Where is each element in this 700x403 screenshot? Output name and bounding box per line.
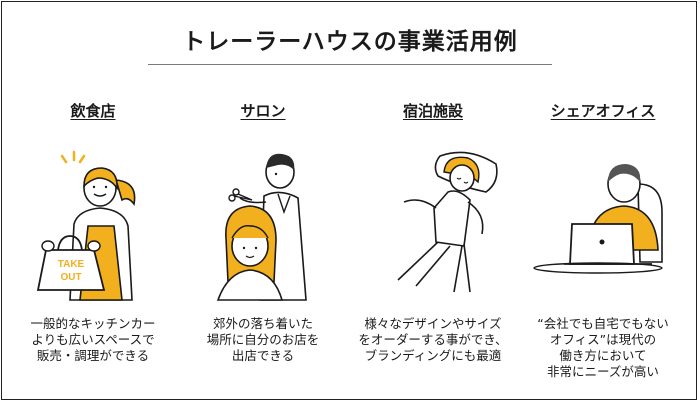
case-desc-line: 様々なデザインやサイズ [364,316,502,331]
case-desc-line: オフィス”は現代の [549,332,657,347]
case-desc-line: “会社でも自宅でもない [537,316,669,331]
case-heading: シェアオフィス [550,102,656,120]
case-restaurant: 飲食店 TAKE OUT 一般的なキッチンカー よりも広いスペースで 販売・調理… [8,100,178,390]
office-laptop-illustration [533,164,663,274]
case-desc-line: ブランディングにも最適 [364,348,502,363]
lodging-sleeping-illustration [397,151,498,293]
salon-haircut-illustration [216,153,307,301]
page-title: トレーラーハウスの事業活用例 [182,29,518,55]
case-lodging: 宿泊施設 様々なデザインやサイズ をオーダーする事ができ、 ブランディングにも最… [348,100,518,390]
case-heading: 宿泊施設 [402,102,463,120]
takeout-badge-bottom: OUT [60,272,81,283]
case-salon: サロン 郊外の落ち着いた 場所に自分のお店を 出店できる [178,100,348,390]
case-shared-office: シェアオフィス “会社でも自宅でもない オフィス”は現代の 働き方において 非常… [518,100,688,390]
case-heading: 飲食店 [70,102,116,120]
case-desc-line: 場所に自分のお店を [206,332,320,347]
case-desc-line: 非常にニーズが高い [547,364,659,379]
restaurant-takeout-illustration: TAKE OUT [36,150,136,301]
case-heading: サロン [240,102,286,120]
case-desc-line: よりも広いスペースで [31,332,155,347]
case-desc-line: 出店できる [231,348,295,363]
takeout-badge-top: TAKE [58,259,85,270]
case-desc-line: 郊外の落ち着いた [212,316,313,331]
title-divider [148,64,552,65]
case-desc-line: 働き方において [559,348,647,363]
case-desc-line: 販売・調理ができる [36,348,150,363]
case-desc-line: 一般的なキッチンカー [30,316,156,331]
case-desc-line: をオーダーする事ができ、 [358,332,508,347]
